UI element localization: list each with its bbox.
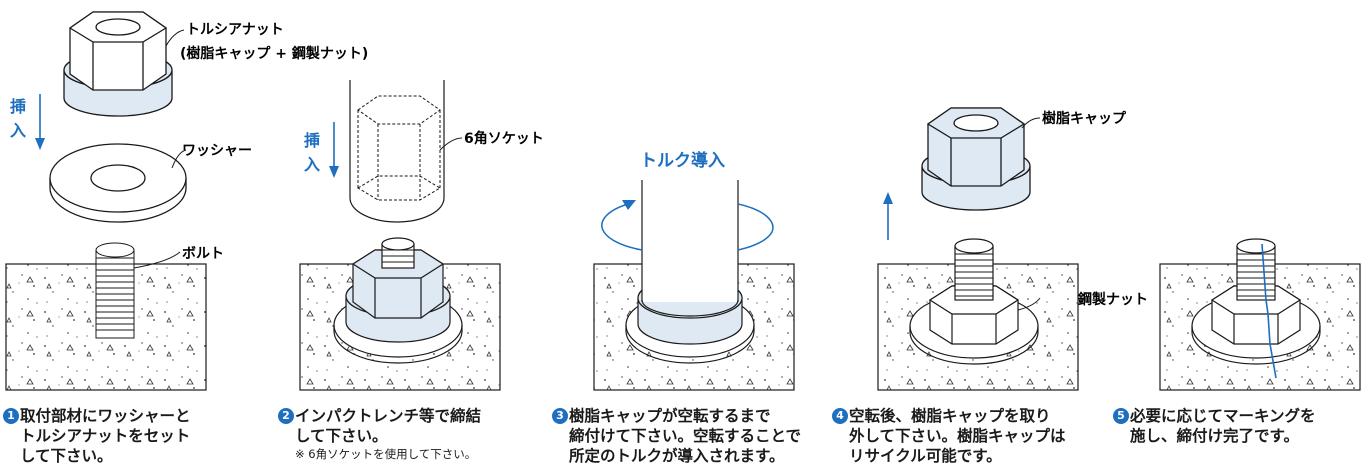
insert-label-top-2: 挿 [304, 131, 320, 150]
steel-nut-label: 鋼製ナット [1077, 291, 1148, 308]
bolt-leader [133, 251, 181, 269]
torque-intro-label: トルク導入 [640, 150, 725, 171]
step-3-number: 3 [552, 408, 568, 424]
step-3-line-2: 締付けて下さい。空転することで [569, 427, 802, 445]
resin-cap-label: 樹脂キャップ [1042, 110, 1127, 127]
step-4-line-3: リサイクル可能です。 [849, 447, 1002, 465]
step-1-number: 1 [3, 408, 19, 424]
step-1-line-2: トルシアナットをセット [20, 427, 191, 445]
step-1-line-3: して下さい。 [20, 447, 113, 465]
resin-cap-drawing [921, 107, 1031, 211]
torque-nut-detail-label: (樹脂キャップ + 鋼製ナット) [180, 45, 368, 62]
panel-2-impact-wrench: 6角ソケット 挿 入 [299, 80, 544, 391]
step-5-line-1: 必要に応じてマーキングを [1130, 407, 1316, 425]
step-2-line-2: して下さい。 [295, 427, 388, 445]
steel-nut-leader [1017, 297, 1041, 311]
steel-nut-assembly [909, 238, 1039, 365]
step-3-line-3: 所定のトルクが導入されます。 [569, 447, 785, 465]
washer-nut-assembly [333, 237, 463, 364]
panel-1-set-nut: トルシアナット (樹脂キャップ + 鋼製ナット) 挿 入 ワッシャー ボルト [5, 11, 368, 391]
washer-leader [171, 149, 187, 169]
step-1-line-1: 取付部材にワッシャーと [20, 407, 191, 425]
step-3-line-1: 樹脂キャップが空転するまで [569, 407, 771, 425]
rotation-arrow [601, 200, 774, 251]
socket-label: 6角ソケット [464, 130, 544, 147]
insert-label-bottom: 入 [10, 121, 26, 140]
resin-cap-leader [1021, 117, 1041, 129]
tightening-assembly [625, 180, 755, 364]
step-2-note: ※ 6角ソケットを使用して下さい。 [295, 447, 477, 461]
torque-nut-drawing [63, 11, 173, 117]
panel-5-marking [1159, 238, 1361, 391]
torque-nut-leader [165, 29, 185, 47]
step-4-line-1: 空転後、樹脂キャップを取り [849, 407, 1051, 425]
insert-down-arrow-2 [329, 122, 339, 178]
washer-label: ワッシャー [182, 143, 252, 159]
insert-label-top: 挿 [10, 97, 26, 116]
insert-down-arrow [35, 94, 45, 150]
panel-3-tighten: トルク導入 [593, 150, 795, 391]
remove-up-arrow [883, 192, 893, 240]
marking-line [1261, 243, 1277, 379]
torque-nut-label: トルシアナット [186, 22, 284, 38]
step-2-line-1: インパクトレンチ等で締結 [295, 407, 482, 425]
hex-socket-drawing [349, 80, 445, 223]
step-2-number: 2 [278, 408, 294, 424]
bolt-drawing [95, 242, 135, 339]
installation-diagram: トルシアナット (樹脂キャップ + 鋼製ナット) 挿 入 ワッシャー ボルト [5, 11, 1361, 391]
step-4-line-2: 外して下さい。樹脂キャップは [849, 427, 1066, 445]
step-4-number: 4 [832, 408, 848, 424]
socket-leader [439, 137, 463, 151]
insert-label-bottom-2: 入 [304, 155, 320, 174]
panel-4-remove-cap: 樹脂キャップ 鋼製ナット [877, 107, 1148, 391]
finished-assembly [1191, 238, 1321, 365]
bolt-label: ボルト [182, 246, 224, 262]
washer-drawing [49, 143, 187, 223]
step-5-line-2: 施し、締付け完了です。 [1130, 427, 1299, 445]
step-5-number: 5 [1113, 408, 1129, 424]
